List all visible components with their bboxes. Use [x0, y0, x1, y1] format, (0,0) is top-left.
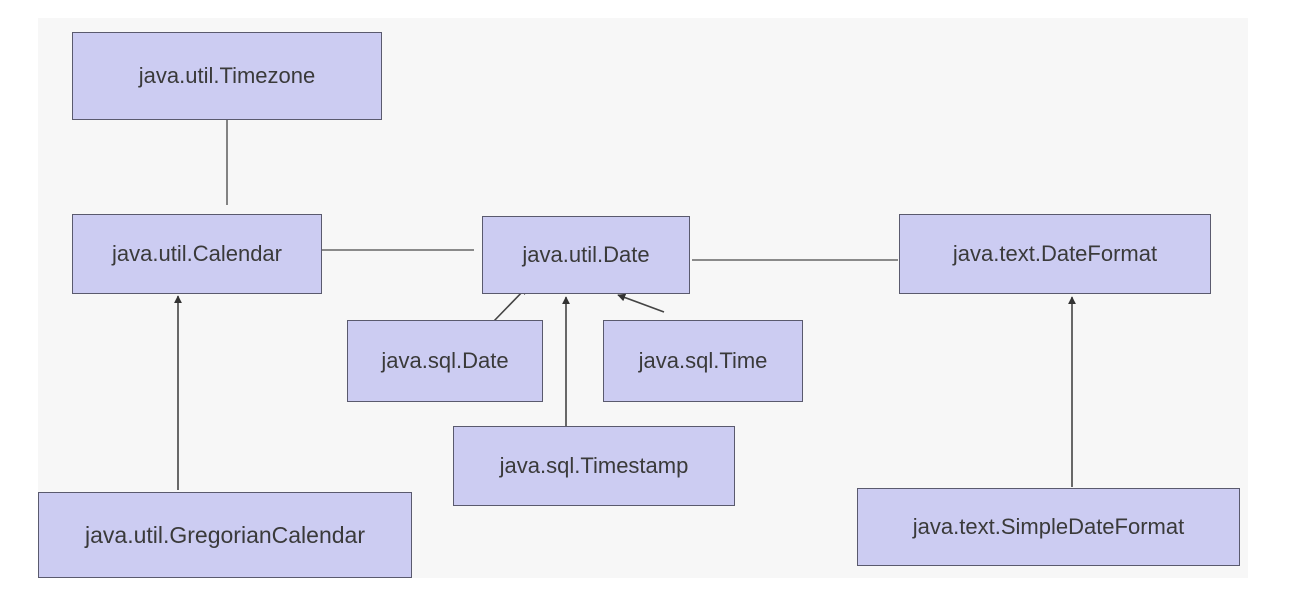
node-java-util-date: java.util.Date [482, 216, 690, 294]
node-label: java.sql.Timestamp [499, 453, 689, 478]
node-label: java.text.DateFormat [952, 241, 1158, 266]
node-label: java.sql.Date [381, 348, 509, 373]
node-label: java.text.SimpleDateFormat [912, 514, 1185, 539]
node-java-text-simpledateformat: java.text.SimpleDateFormat [857, 488, 1240, 566]
node-java-sql-date: java.sql.Date [347, 320, 543, 402]
node-label: java.sql.Time [638, 348, 768, 373]
node-java-text-dateformat: java.text.DateFormat [899, 214, 1211, 294]
node-label: java.util.GregorianCalendar [85, 521, 365, 548]
node-label: java.util.Date [522, 242, 650, 267]
node-label: java.util.Calendar [112, 241, 282, 266]
node-java-util-gregoriancalendar: java.util.GregorianCalendar [38, 492, 412, 578]
node-java-sql-time: java.sql.Time [603, 320, 803, 402]
node-java-sql-timestamp: java.sql.Timestamp [453, 426, 735, 506]
edge-sqltime-date [617, 293, 665, 313]
node-java-util-calendar: java.util.Calendar [72, 214, 322, 294]
node-label: java.util.Timezone [138, 63, 316, 88]
node-java-util-timezone: java.util.Timezone [72, 32, 382, 120]
